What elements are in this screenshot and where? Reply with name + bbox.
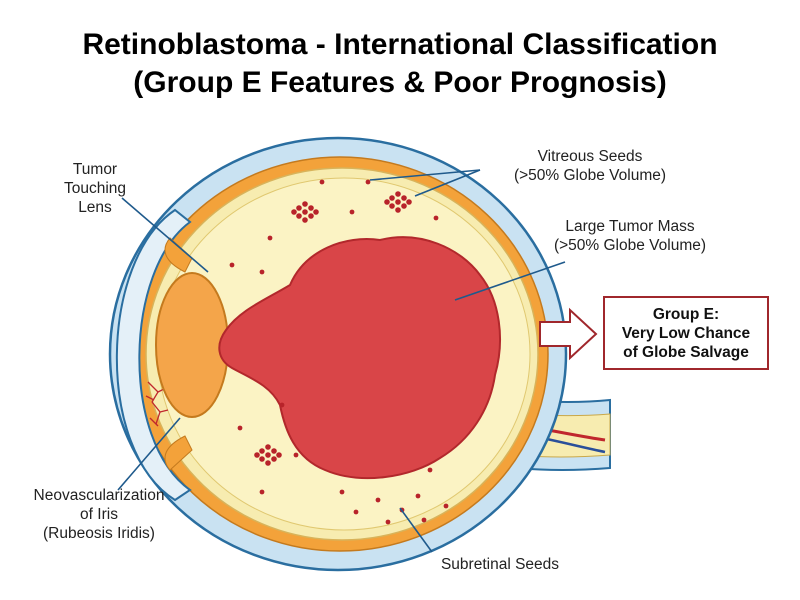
lens — [155, 272, 229, 418]
seed-dot — [433, 215, 439, 221]
seed-dot — [389, 203, 395, 209]
seed-dot — [302, 217, 308, 223]
seed-dot — [302, 201, 308, 207]
label-vitreous-seeds: Vitreous Seeds (>50% Globe Volume) — [513, 148, 667, 184]
tumor-mass — [218, 236, 501, 479]
prognosis-arrow — [539, 307, 598, 361]
seed-dot — [389, 195, 395, 201]
seed-dot — [254, 452, 260, 458]
seed-dot — [293, 452, 299, 458]
seed-dot — [319, 179, 325, 185]
seed-dot — [421, 517, 427, 523]
seed-dot — [279, 402, 285, 408]
seed-dot — [443, 503, 449, 509]
cornea — [115, 208, 192, 502]
seed-dot — [353, 509, 359, 515]
seed-dot — [395, 191, 401, 197]
seed-dot — [313, 209, 319, 215]
seed-dot — [384, 199, 390, 205]
seed-dot — [296, 205, 302, 211]
leader-lines — [117, 169, 566, 553]
seed-dot — [339, 489, 345, 495]
seed-dot — [265, 444, 271, 450]
group-e-prognosis-box: Group E: Very Low Chance of Globe Salvag… — [603, 296, 769, 370]
seed-dot — [259, 489, 265, 495]
seed-dot — [365, 179, 371, 185]
iris-lower — [164, 435, 193, 471]
seed-dot — [401, 203, 407, 209]
seed-dot — [237, 425, 243, 431]
seed-dot — [271, 456, 277, 462]
seed-dot — [308, 213, 314, 219]
seed-dot — [267, 235, 273, 241]
seed-dot — [276, 452, 282, 458]
seed-dot — [265, 460, 271, 466]
label-large-tumor-mass: Large Tumor Mass (>50% Globe Volume) — [553, 218, 707, 254]
title-line-2: (Group E Features & Poor Prognosis) — [133, 66, 667, 99]
seed-dot — [259, 269, 265, 275]
iris-upper — [164, 237, 193, 273]
seed-dot — [296, 213, 302, 219]
seed-dot — [375, 497, 381, 503]
label-neovascularization: Neovascularization of Iris (Rubeosis Iri… — [33, 487, 165, 542]
seed-dot — [427, 467, 433, 473]
seed-dot — [395, 199, 401, 205]
seed-dot — [291, 209, 297, 215]
iris-neovascular-vessels — [145, 381, 169, 427]
seed-dot — [415, 493, 421, 499]
diagram-title: Retinoblastoma - International Classific… — [0, 26, 800, 102]
seed-dot — [265, 452, 271, 458]
label-tumor-touching-lens: Tumor Touching Lens — [63, 161, 127, 216]
seed-dot — [229, 262, 235, 268]
tumor-seeds — [229, 179, 449, 525]
seed-dot — [259, 448, 265, 454]
seed-dot — [302, 209, 308, 215]
seed-dot — [385, 519, 391, 525]
seed-dot — [271, 448, 277, 454]
seed-dot — [401, 195, 407, 201]
title-line-1: Retinoblastoma - International Classific… — [82, 28, 718, 61]
seed-dot — [259, 456, 265, 462]
seed-dot — [406, 199, 412, 205]
seed-dot — [395, 207, 401, 213]
label-subretinal-seeds: Subretinal Seeds — [440, 556, 560, 573]
seed-dot — [308, 205, 314, 211]
seed-dot — [349, 209, 355, 215]
